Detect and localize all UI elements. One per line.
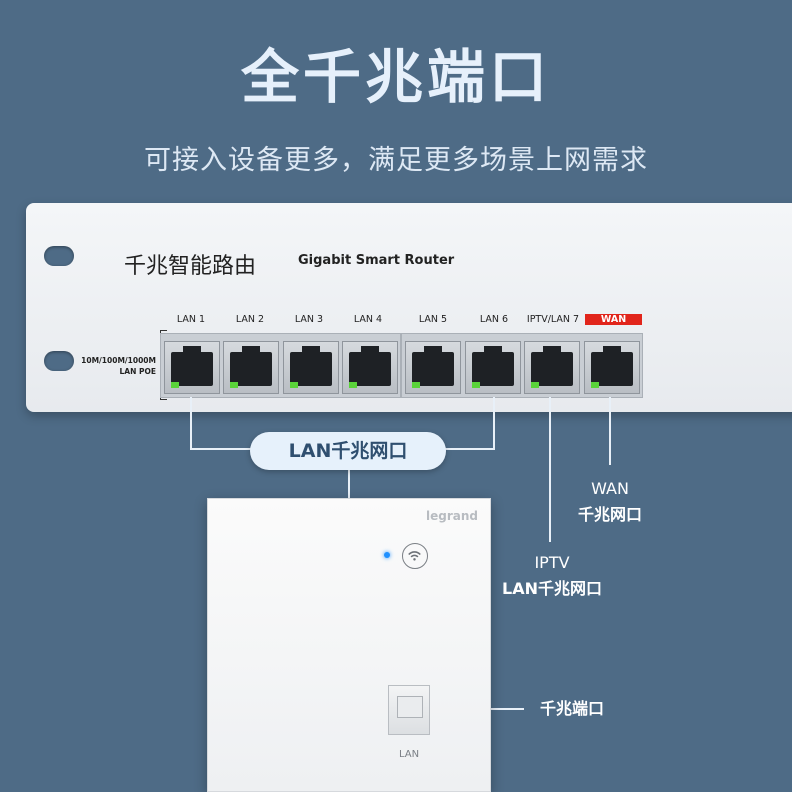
- page-subtitle: 可接入设备更多，满足更多场景上网需求: [144, 145, 648, 176]
- ethernet-port: [405, 341, 461, 394]
- port-label-lan2: LAN 2: [235, 314, 265, 325]
- ethernet-port: [283, 341, 339, 394]
- ap-lan-jack: [388, 685, 430, 735]
- port-label-lan6: LAN 6: [479, 314, 509, 325]
- port-led: [472, 382, 480, 388]
- port-led: [171, 382, 179, 388]
- port-label-lan5: LAN 5: [418, 314, 448, 325]
- connector-line: [348, 468, 350, 498]
- connector-line: [493, 397, 495, 450]
- connector-line: [549, 397, 551, 542]
- mount-slot-bottom: [44, 351, 74, 371]
- ethernet-port: [164, 341, 220, 394]
- ethernet-port: [342, 341, 398, 394]
- connector-line: [609, 397, 611, 465]
- mount-slot-top: [44, 246, 74, 266]
- ethernet-port: [584, 341, 640, 394]
- ethernet-port: [223, 341, 279, 394]
- speed-label: 10M/100M/1000M LAN POE: [81, 356, 156, 376]
- iptv-callout: IPTV LAN千兆网口: [502, 553, 602, 598]
- brand-logo: legrand: [426, 509, 478, 523]
- port-led: [349, 382, 357, 388]
- port-led: [531, 382, 539, 388]
- port-label-lan3: LAN 3: [294, 314, 324, 325]
- router-name-en: Gigabit Smart Router: [298, 253, 455, 268]
- router-name-cn: 千兆智能路由: [124, 254, 257, 279]
- port-led: [591, 382, 599, 388]
- port-label-lan4: LAN 4: [353, 314, 383, 325]
- status-led: [384, 552, 390, 558]
- port-label-lan1: LAN 1: [176, 314, 206, 325]
- ethernet-port: [465, 341, 521, 394]
- port-led: [290, 382, 298, 388]
- port-led: [412, 382, 420, 388]
- port-label-lan7: IPTV/LAN 7: [526, 314, 580, 325]
- wifi-icon: [402, 543, 428, 569]
- ap-port-callout: 千兆端口: [539, 699, 604, 718]
- connector-line: [190, 397, 192, 450]
- jack-opening: [397, 696, 423, 718]
- lan-gigabit-pill: LAN千兆网口: [250, 432, 446, 470]
- port-label-wan: WAN: [585, 314, 642, 325]
- page-title: 全千兆端口: [240, 43, 551, 111]
- wall-access-point: legrand LAN: [207, 498, 491, 792]
- port-led: [230, 382, 238, 388]
- ap-lan-label: LAN: [398, 749, 420, 760]
- ethernet-port: [524, 341, 580, 394]
- wan-callout: WAN 千兆网口: [577, 479, 642, 524]
